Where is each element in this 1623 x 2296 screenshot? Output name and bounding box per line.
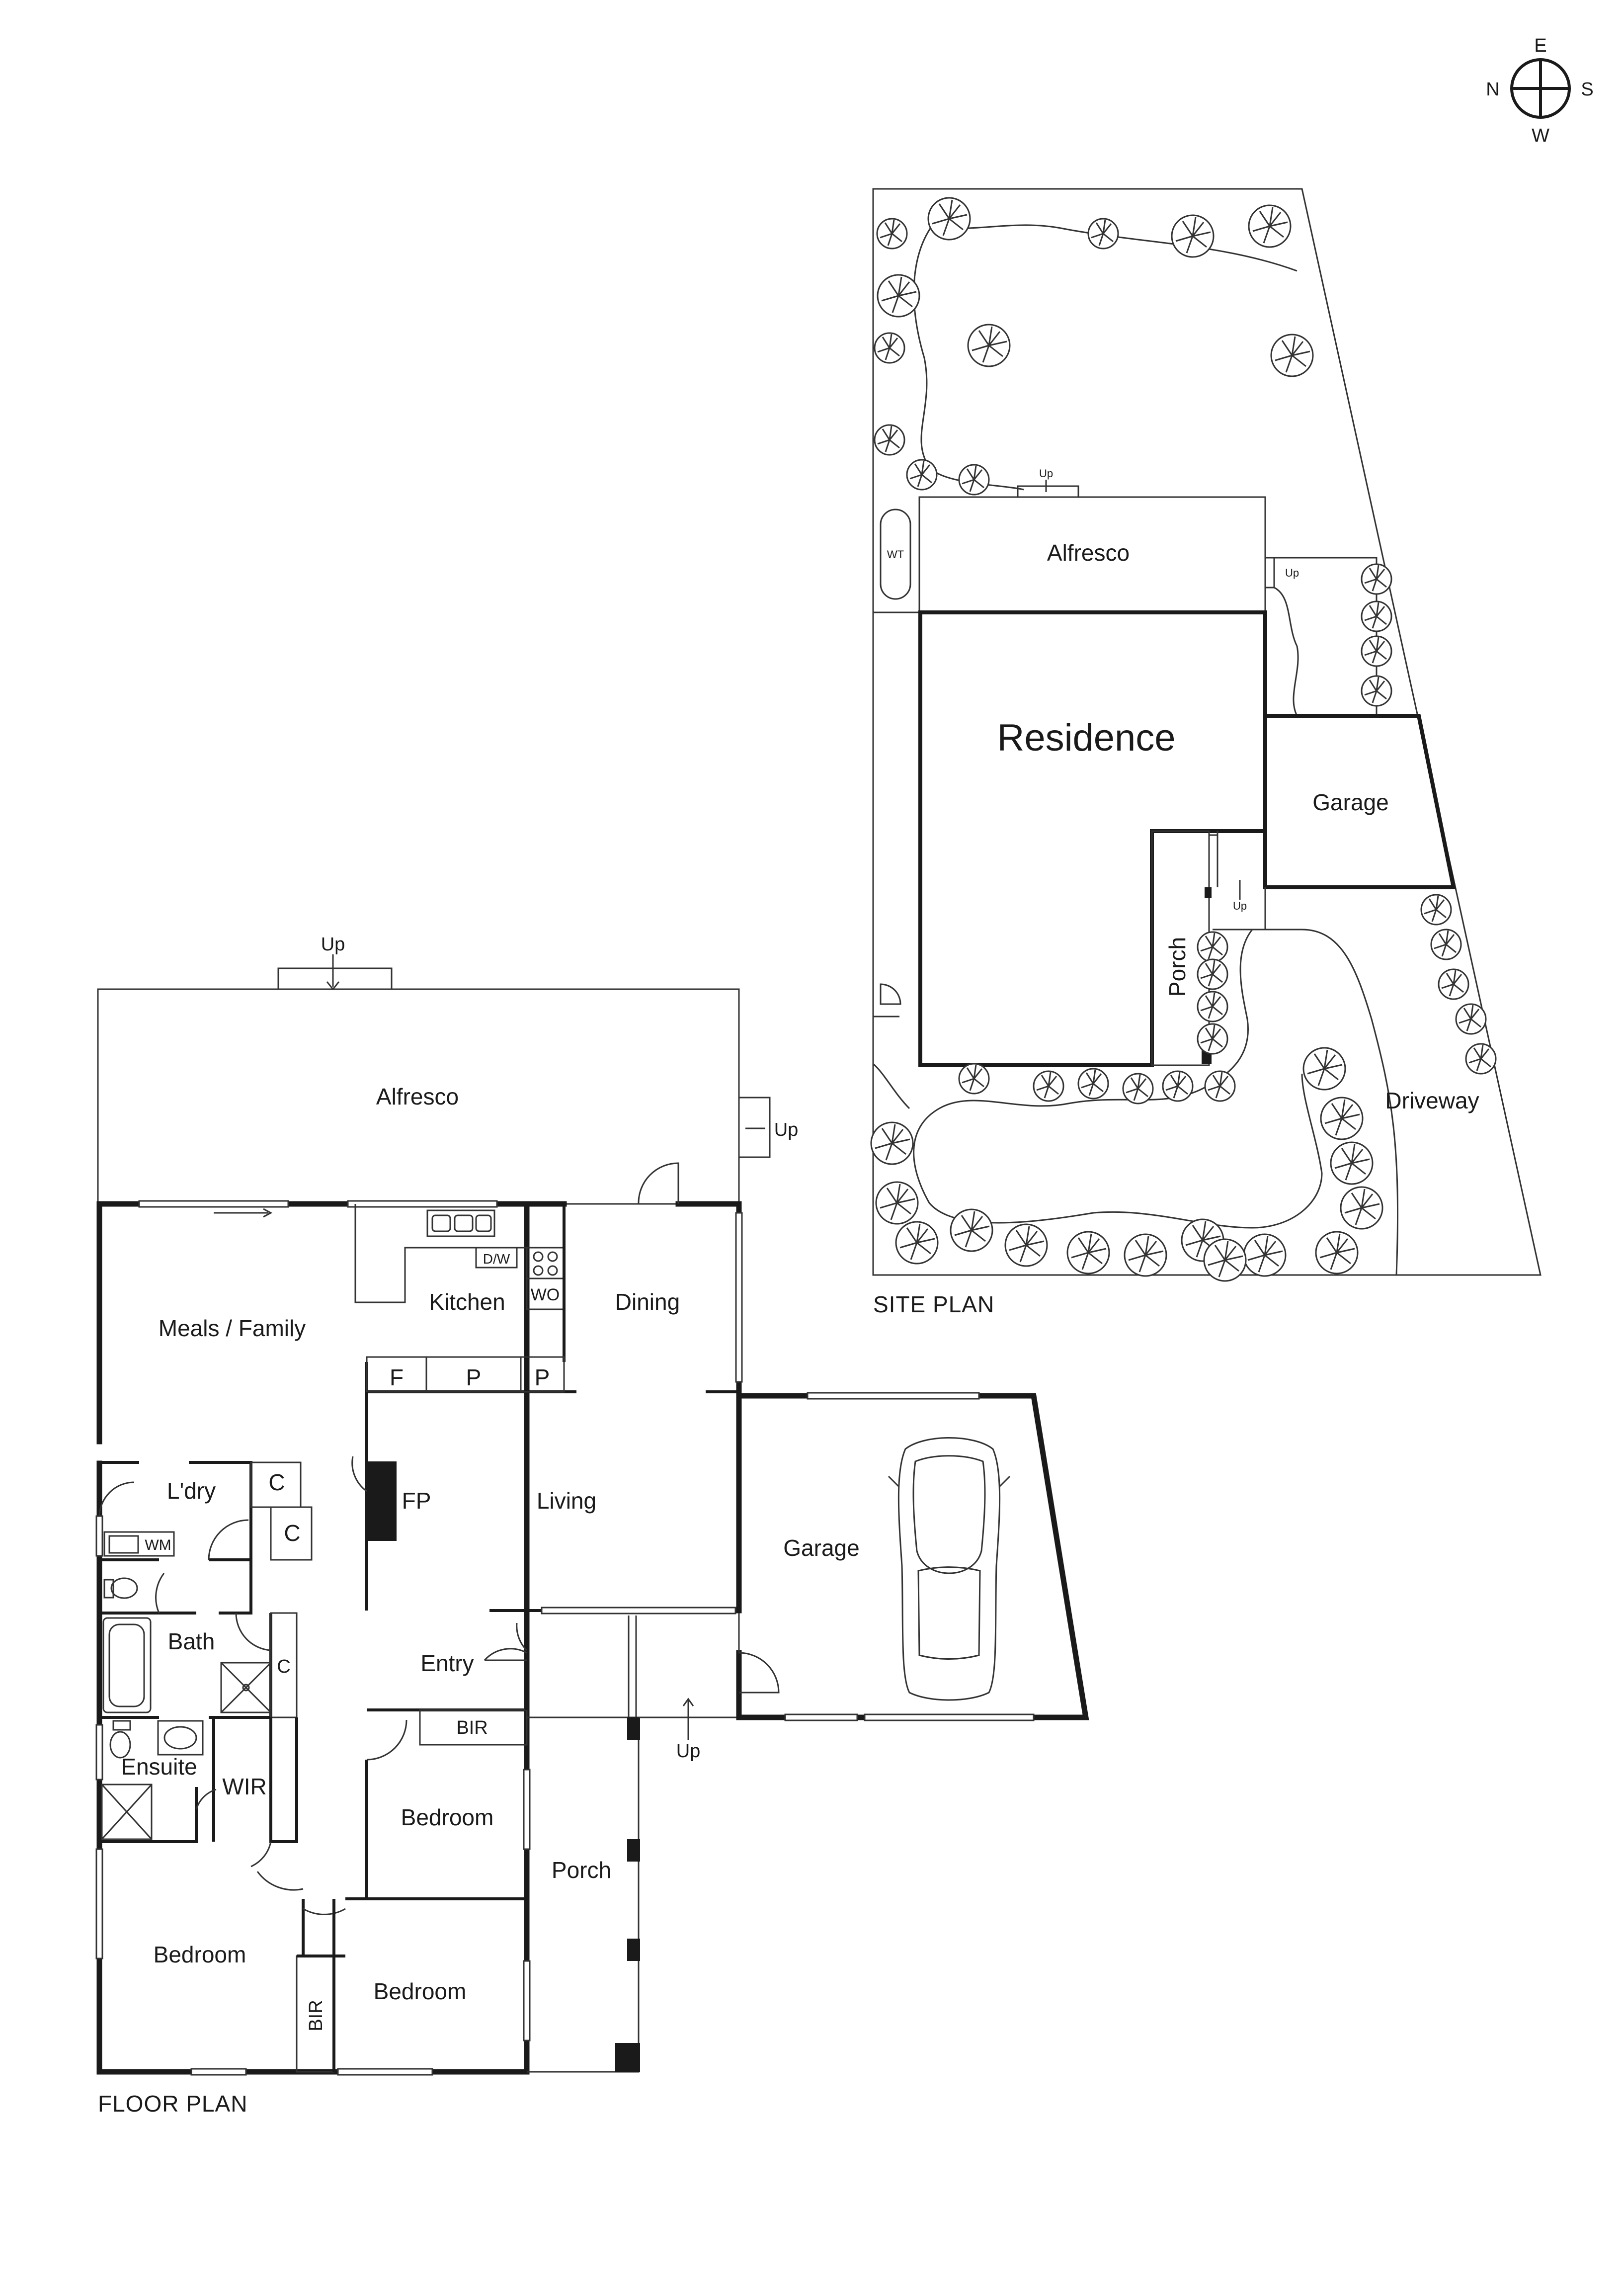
site-plan-title: SITE PLAN (873, 1291, 994, 1317)
wall-oven-label: WO (531, 1285, 560, 1304)
ensuite-label: Ensuite (121, 1754, 197, 1780)
bedroom-3-label: Bedroom (374, 1978, 467, 2004)
site-driveway-edge (1264, 887, 1399, 1276)
fireplace-label: FP (402, 1488, 431, 1514)
site-up-label-1: Up (1039, 467, 1053, 480)
site-up-label-2: Up (1285, 567, 1299, 579)
bath-label: Bath (168, 1628, 215, 1654)
site-up-label-3: Up (1233, 900, 1247, 912)
alfresco-up-label: Up (321, 934, 345, 955)
washing-machine-label: WM (145, 1537, 171, 1553)
bathtub (102, 1617, 152, 1713)
bedroom-2-label: Bedroom (401, 1804, 494, 1830)
cooktop (526, 1247, 565, 1279)
car-icon (888, 1437, 1011, 1701)
compass: E N S W (1486, 35, 1593, 146)
porch-up-label: Up (676, 1741, 701, 1762)
pantry-2-label: P (535, 1364, 550, 1390)
bir-1-label: BIR (456, 1717, 487, 1738)
site-porch-label: Porch (1164, 937, 1190, 997)
porch-label: Porch (552, 1857, 611, 1883)
living-label: Living (537, 1488, 596, 1514)
entry-label: Entry (420, 1650, 474, 1676)
alfresco-side-up-label: Up (774, 1119, 799, 1140)
site-residence-label: Residence (997, 717, 1175, 759)
wir-label: WIR (222, 1774, 266, 1799)
site-driveway-label: Driveway (1385, 1088, 1479, 1113)
fireplace (367, 1461, 397, 1541)
compass-east-label: E (1534, 35, 1546, 56)
alfresco-label: Alfresco (376, 1084, 459, 1109)
site-boundary (872, 188, 1542, 1276)
meals-family-label: Meals / Family (159, 1315, 306, 1341)
site-trees (870, 197, 1497, 1282)
kitchen-sink (426, 1209, 495, 1237)
compass-south-label: S (1581, 79, 1593, 100)
bedroom-1-label: Bedroom (154, 1942, 246, 1967)
garage-walls (736, 1389, 1089, 1720)
garage-label: Garage (783, 1535, 859, 1561)
dishwasher-label: D/W (483, 1251, 510, 1267)
cupboard-3-label: C (277, 1656, 290, 1677)
kitchen-label: Kitchen (429, 1289, 505, 1315)
site-alfresco-label: Alfresco (1047, 540, 1130, 566)
bir-2-label: BIR (306, 2000, 326, 2031)
fridge-label: F (390, 1364, 404, 1390)
site-plan: Up WT Alfresco Up Residence Garage Porch… (870, 188, 1542, 1317)
cupboard-2-label: C (284, 1520, 300, 1546)
water-tank (880, 509, 911, 600)
floor-plan-title: FLOOR PLAN (98, 2091, 247, 2117)
site-garage (1263, 714, 1456, 889)
floor-plan: Up Up Alfresco D/W WO (95, 934, 1089, 2117)
dining-label: Dining (615, 1289, 680, 1315)
laundry-label: L'dry (167, 1478, 216, 1504)
compass-west-label: W (1532, 125, 1549, 146)
site-garage-label: Garage (1312, 789, 1388, 815)
water-tank-label: WT (887, 548, 904, 561)
pantry-1-label: P (466, 1364, 482, 1390)
compass-north-label: N (1486, 79, 1499, 100)
cupboard-1-label: C (268, 1469, 285, 1495)
